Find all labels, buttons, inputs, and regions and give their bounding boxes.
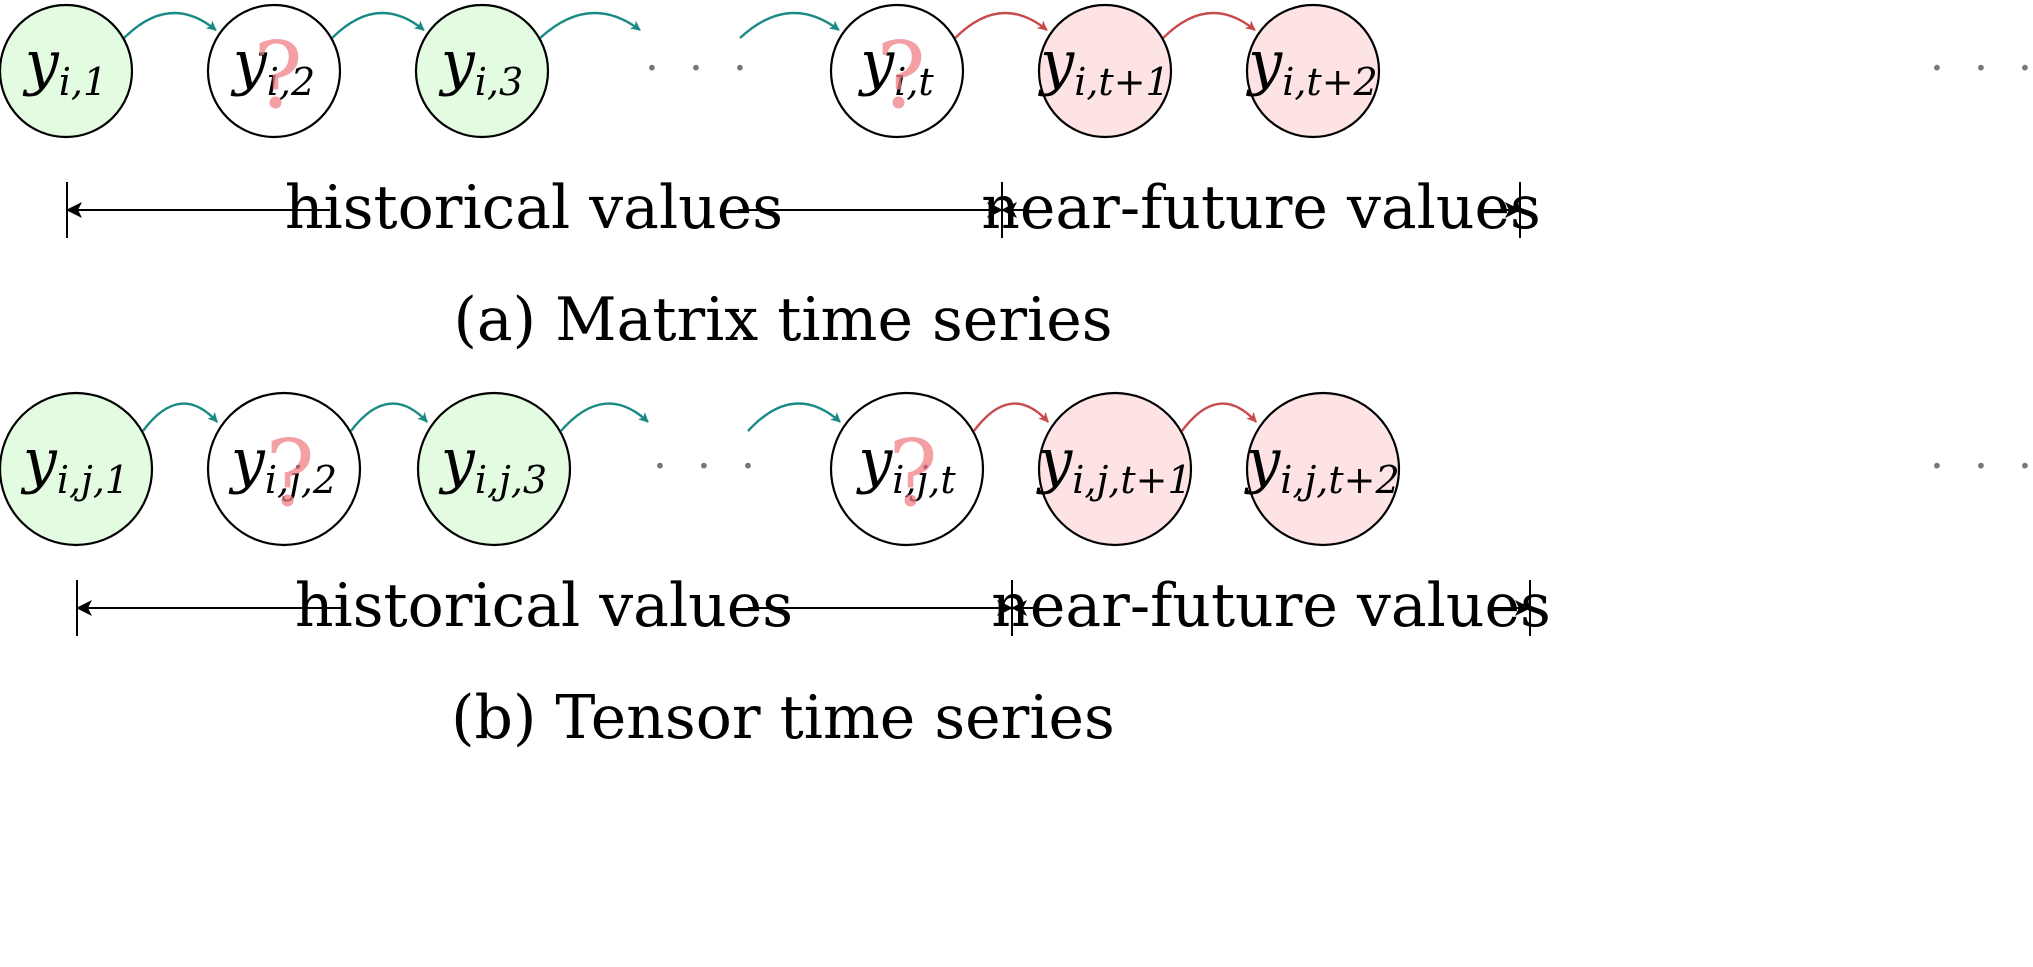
matrix-history-arrow <box>331 11 425 39</box>
tensor-node-future <box>1037 391 1193 547</box>
matrix-node-label: yi,t <box>857 28 934 104</box>
tensor-node-future <box>1245 391 1401 547</box>
matrix-missing-question-mark: ? <box>876 22 925 129</box>
matrix-missing-question-mark: ? <box>253 22 302 129</box>
tensor-node-label: yi,j,t+2 <box>1243 426 1399 502</box>
matrix-node-future <box>1037 3 1173 139</box>
matrix-node-label: yi,t+2 <box>1245 28 1377 104</box>
matrix-historical-label: historical values <box>285 173 783 243</box>
matrix-node-label: yi,3 <box>438 28 523 104</box>
matrix-history-arrow <box>539 11 641 39</box>
tensor-node-label: yi,j,t+1 <box>1035 426 1191 502</box>
tensor-history-arrow <box>559 402 649 432</box>
matrix-ellipsis-middle: · · · <box>645 43 755 94</box>
matrix-node-observed <box>0 3 134 139</box>
matrix-history-arrow <box>123 11 217 39</box>
tensor-node-missing <box>206 391 362 547</box>
tensor-node-label: yi,j,t <box>855 426 956 502</box>
tensor-node-label: yi,j,1 <box>20 426 129 502</box>
tensor-missing-question-mark: ? <box>265 420 314 527</box>
matrix-ellipsis-end: · · · <box>1930 43 2033 94</box>
tensor-node-observed <box>0 391 154 547</box>
matrix-caption: (a) Matrix time series <box>453 285 1112 355</box>
matrix-node-missing <box>206 3 342 139</box>
matrix-future-arrow <box>1162 11 1256 39</box>
tensor-ellipsis-end: · · · <box>1930 441 2033 492</box>
tensor-future-label: near-future values <box>991 571 1551 641</box>
matrix-node-missing <box>829 3 965 139</box>
matrix-node-label: yi,t+1 <box>1037 28 1169 104</box>
matrix-node-label: yi,2 <box>230 28 315 104</box>
tensor-node-observed <box>416 391 572 547</box>
tensor-historical-label: historical values <box>295 571 793 641</box>
tensor-node-missing <box>829 391 985 547</box>
matrix-node-label: yi,1 <box>22 28 107 104</box>
tensor-future-arrow <box>1180 402 1258 432</box>
tensor-history-arrow <box>141 402 219 432</box>
tensor-node-label: yi,j,3 <box>438 426 547 502</box>
matrix-future-label: near-future values <box>981 173 1541 243</box>
tensor-caption: (b) Tensor time series <box>451 683 1115 753</box>
tensor-history-arrow <box>747 402 841 432</box>
tensor-ellipsis-middle: · · · <box>653 441 763 492</box>
tensor-node-label: yi,j,2 <box>228 426 337 502</box>
tensor-future-arrow <box>972 402 1050 432</box>
matrix-future-arrow <box>954 11 1048 39</box>
matrix-node-observed <box>414 3 550 139</box>
tensor-history-arrow <box>349 402 428 432</box>
tensor-missing-question-mark: ? <box>888 420 937 527</box>
matrix-node-future <box>1245 3 1381 139</box>
matrix-history-arrow <box>739 11 840 39</box>
